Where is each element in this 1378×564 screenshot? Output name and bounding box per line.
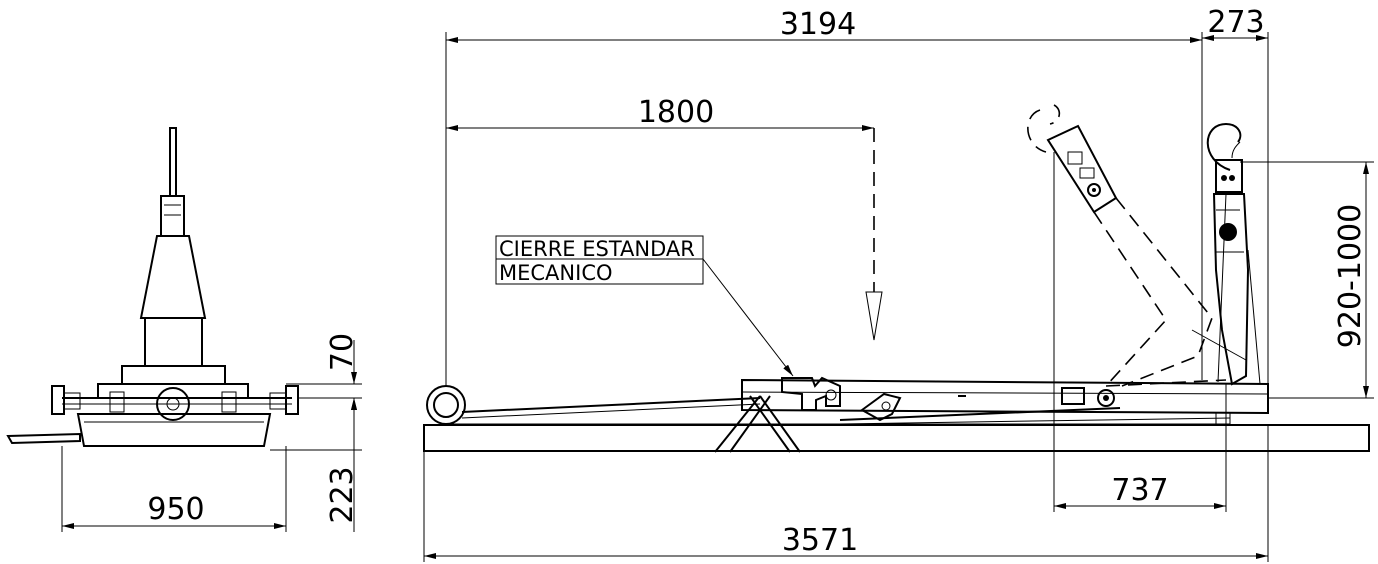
scissor-left (714, 395, 761, 453)
dim-hook-height-label: 920-1000 (1333, 204, 1368, 348)
mechanical-lock (781, 376, 841, 411)
hook-arm-raised (1191, 122, 1261, 386)
dim-width: 950 (62, 492, 286, 529)
fork-tine (6, 432, 81, 445)
dim-overall-length: 3571 (424, 523, 1268, 559)
mast-post (169, 127, 177, 197)
hook-tip (1206, 122, 1242, 171)
rear-roller (426, 385, 466, 425)
tapered-column (139, 235, 207, 319)
left-roller (51, 385, 65, 415)
arm-column (1212, 193, 1250, 386)
callout-line-1: CIERRE ESTANDAR (499, 237, 695, 261)
hinge-pin (1097, 389, 1115, 407)
mast-head (160, 195, 185, 237)
hinge-block (1061, 387, 1085, 405)
upper-frame (741, 378, 1269, 415)
scissor-right (749, 395, 791, 453)
dim-width-label: 950 (147, 492, 204, 527)
load-arrow (865, 128, 883, 341)
cross-frame (121, 365, 226, 385)
dim-frame-height: 70 (325, 333, 360, 414)
dim-hook-height: 920-1000 (1333, 162, 1369, 398)
load-arrow-head (865, 291, 883, 341)
hydraulic-ram (839, 407, 1121, 421)
center-hub (156, 387, 190, 421)
hook-arm-stowed (1027, 104, 1227, 387)
callout-leader (702, 258, 794, 377)
base-tub (76, 413, 272, 447)
dim-body-length-label: 3194 (780, 7, 856, 42)
column-base (144, 317, 203, 367)
arm-pivot (1219, 223, 1237, 241)
dim-center-distance: 1800 (446, 95, 874, 131)
dim-arm-reach: 737 (1054, 473, 1226, 509)
dim-base-height-label: 223 (325, 466, 360, 523)
dim-hook-offset-label: 273 (1207, 5, 1264, 40)
dim-overall-length-label: 3571 (782, 523, 858, 558)
dim-arm-reach-label: 737 (1111, 473, 1168, 508)
side-view (423, 104, 1370, 453)
lock-callout: CIERRE ESTANDAR MECANICO (495, 235, 794, 377)
lift-link (860, 392, 902, 422)
dim-center-distance-label: 1800 (638, 95, 714, 130)
callout-box (495, 235, 704, 285)
end-view (6, 127, 362, 532)
dim-hook-offset: 273 (1202, 5, 1268, 41)
callout-line-2: MECANICO (499, 261, 613, 285)
dim-frame-height-label: 70 (325, 333, 360, 371)
extension-lines (423, 32, 1374, 562)
dim-base-height: 223 (325, 398, 360, 532)
chassis-base (423, 424, 1370, 452)
dim-body-length: 3194 (446, 7, 1202, 43)
right-roller (285, 385, 299, 415)
